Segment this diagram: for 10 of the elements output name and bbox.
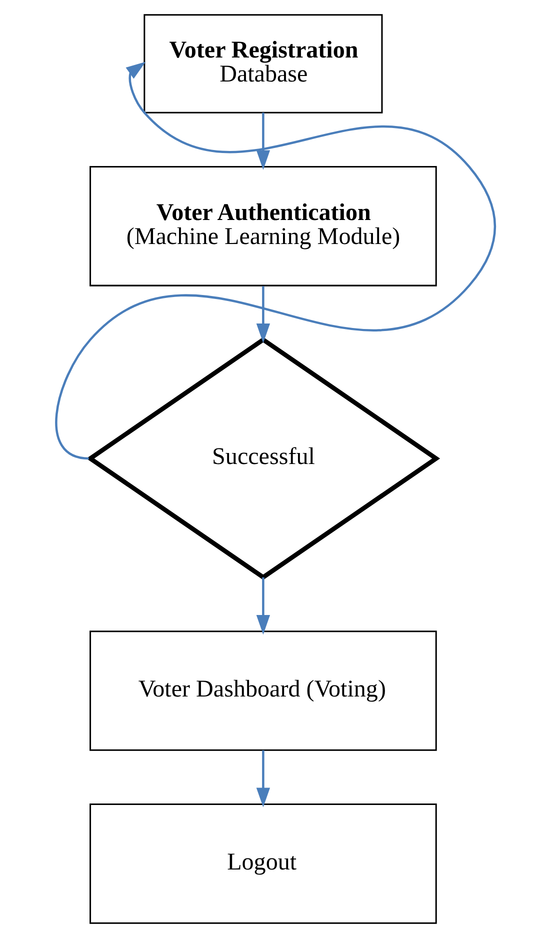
node-box: Logout — [89, 804, 436, 924]
node-box: Voter Dashboard (Voting) — [89, 630, 436, 751]
node-diamond: Successful — [86, 336, 440, 580]
arrow — [256, 750, 270, 808]
arrow — [256, 286, 270, 344]
node-box: Voter Authentication (Machine Learning Module) — [89, 166, 436, 286]
arrow — [54, 62, 496, 460]
node-box: Voter Registration Database — [143, 14, 382, 114]
arrow — [256, 577, 270, 635]
arrow — [256, 112, 270, 170]
